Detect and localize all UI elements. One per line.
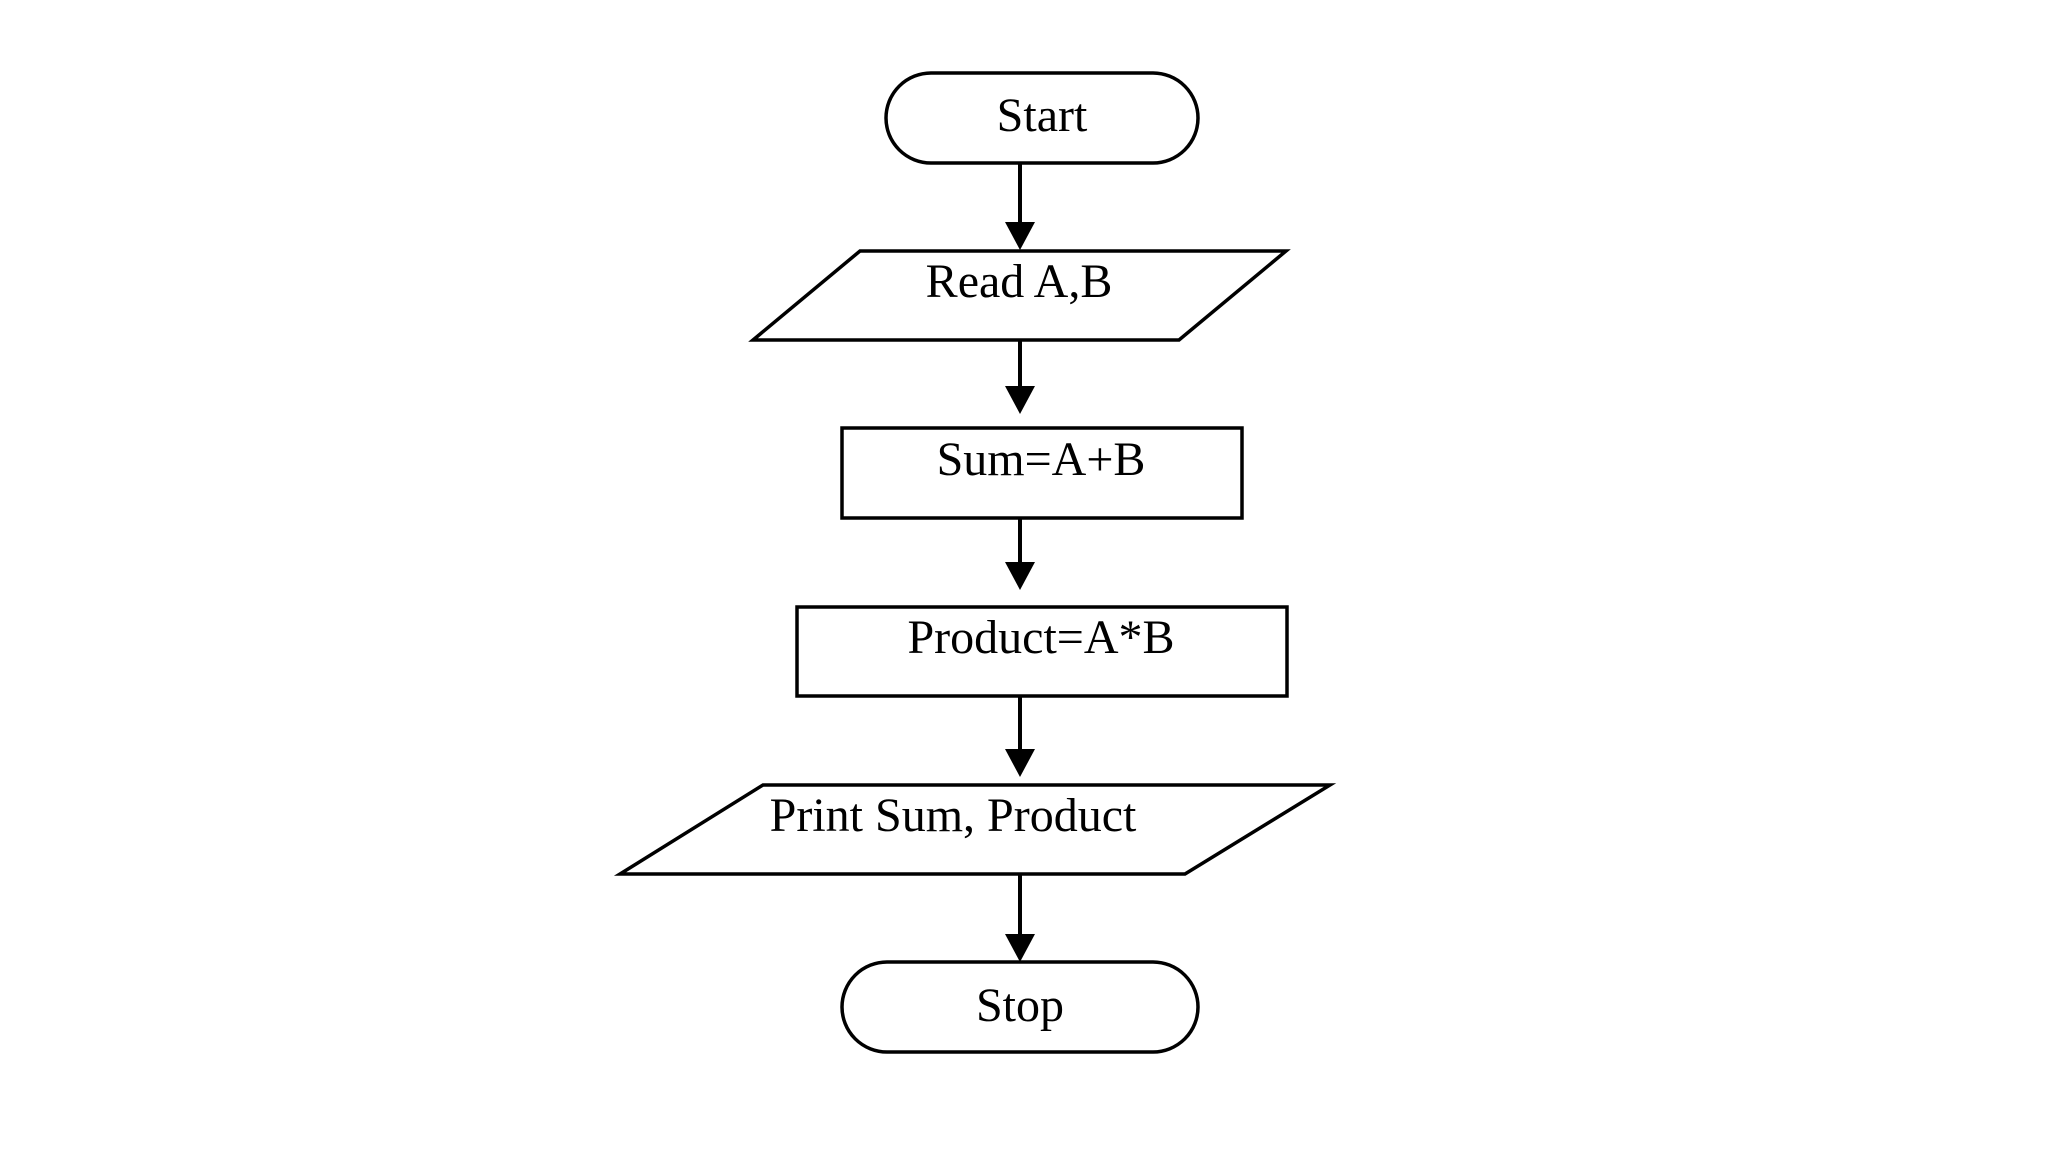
connector-sum-to-product	[1005, 518, 1035, 590]
arrowhead	[1005, 749, 1035, 777]
connector-print-to-stop	[1005, 874, 1035, 962]
print-output-shape	[613, 783, 1337, 876]
connector-start-to-read	[1005, 163, 1035, 250]
node-product: Product=A*B	[795, 605, 1289, 698]
node-read: Read A,B	[748, 249, 1291, 342]
print-label: Print Sum, Product	[770, 789, 1137, 842]
node-stop: Stop	[840, 960, 1200, 1054]
node-print: Print Sum, Product	[613, 783, 1337, 876]
product-process-shape	[795, 605, 1289, 698]
node-start: Start	[884, 71, 1200, 165]
arrowhead	[1005, 222, 1035, 250]
arrowhead	[1005, 934, 1035, 962]
arrowhead	[1005, 386, 1035, 414]
sum-process-shape	[840, 426, 1244, 520]
read-label: Read A,B	[926, 255, 1113, 308]
sum-label: Sum=A+B	[937, 433, 1146, 486]
start-label: Start	[997, 89, 1088, 142]
connector-product-to-print	[1005, 696, 1035, 777]
arrowhead	[1005, 562, 1035, 590]
stop-label: Stop	[976, 979, 1064, 1032]
read-input-shape	[748, 249, 1291, 342]
node-sum: Sum=A+B	[840, 426, 1244, 520]
connector-read-to-sum	[1005, 340, 1035, 414]
stop-terminator-shape	[840, 960, 1200, 1054]
start-terminator-shape	[884, 71, 1200, 165]
product-label: Product=A*B	[907, 611, 1174, 664]
